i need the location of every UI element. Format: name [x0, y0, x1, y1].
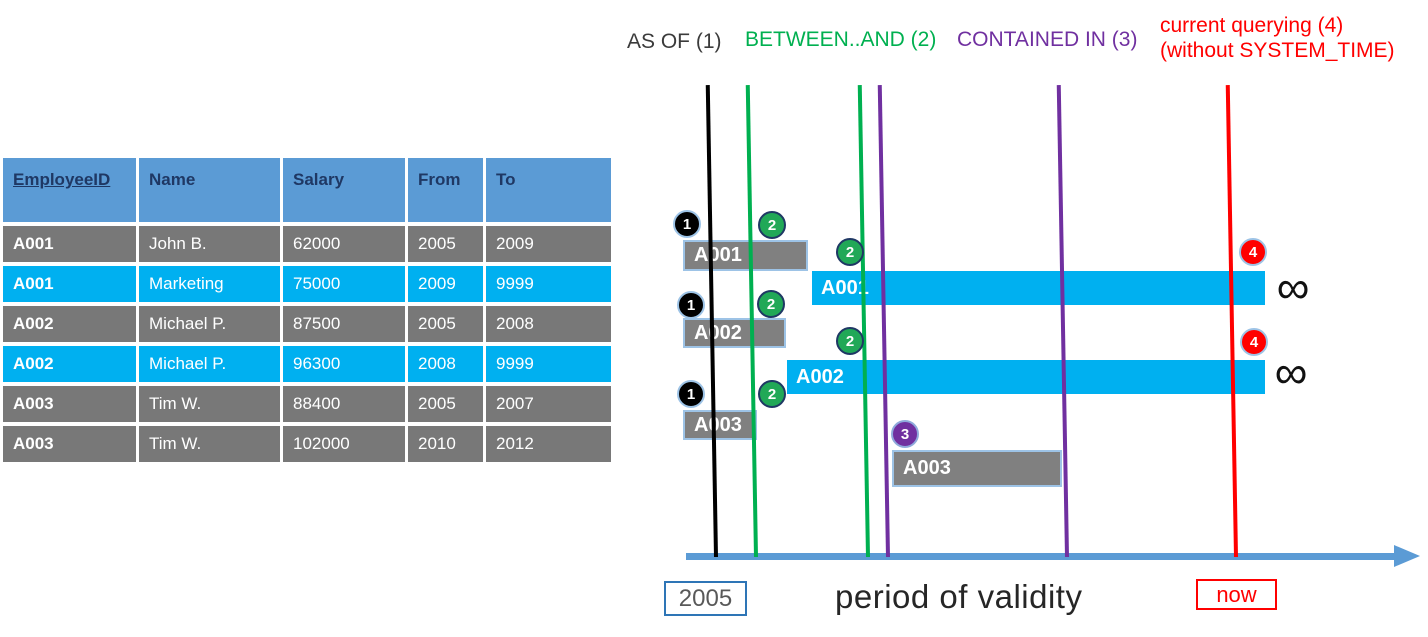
validity-bar-a001: A001 [812, 271, 1265, 305]
column-header-name: Name [139, 158, 280, 222]
query-marker-2: 2 [757, 290, 785, 318]
column-header-salary: Salary [283, 158, 405, 222]
column-header-from: From [408, 158, 483, 222]
query-marker-1: 1 [677, 291, 705, 319]
legend-current-querying: current querying (4) (without SYSTEM_TIM… [1160, 13, 1395, 63]
table-cell: A001 [3, 226, 136, 262]
validity-bar-a001: A001 [683, 240, 808, 271]
axis-now-box: now [1196, 579, 1277, 610]
table-cell: A002 [3, 346, 136, 382]
axis-title: period of validity [835, 578, 1083, 615]
validity-bar-a003: A003 [892, 450, 1062, 487]
table-cell: 62000 [283, 226, 405, 262]
validity-bar-a003: A003 [683, 410, 757, 440]
between-end-line [858, 85, 870, 558]
query-marker-1: 1 [673, 210, 701, 238]
query-marker-3: 3 [891, 420, 919, 448]
infinity-icon: ∞ [1276, 261, 1310, 313]
table-cell: 88400 [283, 386, 405, 422]
table-cell: A003 [3, 386, 136, 422]
table-cell: 102000 [283, 426, 405, 462]
query-marker-1: 1 [677, 380, 705, 408]
table-cell: 87500 [283, 306, 405, 342]
column-header-employeeid: EmployeeID [3, 158, 136, 222]
table-cell: 9999 [486, 346, 611, 382]
timeline-axis [686, 553, 1396, 560]
contained-start-line [878, 85, 890, 558]
table-cell: 2009 [408, 266, 483, 302]
table-cell: Marketing [139, 266, 280, 302]
axis-start-year-box: 2005 [664, 581, 747, 616]
legend-between-and: BETWEEN..AND (2) [745, 28, 937, 51]
table-cell: 9999 [486, 266, 611, 302]
table-cell: 2008 [486, 306, 611, 342]
table-cell: A002 [3, 306, 136, 342]
table-cell: Michael P. [139, 306, 280, 342]
table-cell: A003 [3, 426, 136, 462]
table-cell: 2009 [486, 226, 611, 262]
validity-bar-a002: A002 [787, 360, 1265, 394]
query-marker-2: 2 [758, 380, 786, 408]
legend-current-querying-line2: (without SYSTEM_TIME) [1160, 39, 1395, 62]
table-cell: 2005 [408, 386, 483, 422]
now-line [1226, 85, 1238, 558]
table-cell: 2007 [486, 386, 611, 422]
legend-contained-in: CONTAINED IN (3) [957, 28, 1138, 51]
infinity-icon: ∞ [1274, 346, 1308, 398]
table-cell: 2005 [408, 226, 483, 262]
table-cell: 2008 [408, 346, 483, 382]
table-cell: 2010 [408, 426, 483, 462]
table-cell: 2012 [486, 426, 611, 462]
table-cell: A001 [3, 266, 136, 302]
table-cell: Michael P. [139, 346, 280, 382]
legend-as-of: AS OF (1) [627, 30, 722, 53]
table-cell: 2005 [408, 306, 483, 342]
legend-current-querying-line1: current querying (4) [1160, 14, 1344, 37]
query-marker-4: 4 [1240, 328, 1268, 356]
table-cell: 75000 [283, 266, 405, 302]
query-marker-2: 2 [836, 238, 864, 266]
validity-bar-a002: A002 [683, 318, 786, 348]
query-marker-4: 4 [1239, 238, 1267, 266]
query-marker-2: 2 [758, 211, 786, 239]
query-marker-2: 2 [836, 327, 864, 355]
table-cell: 96300 [283, 346, 405, 382]
column-header-to: To [486, 158, 611, 222]
table-cell: Tim W. [139, 386, 280, 422]
table-cell: Tim W. [139, 426, 280, 462]
timeline-arrowhead-icon [1394, 545, 1420, 567]
table-cell: John B. [139, 226, 280, 262]
